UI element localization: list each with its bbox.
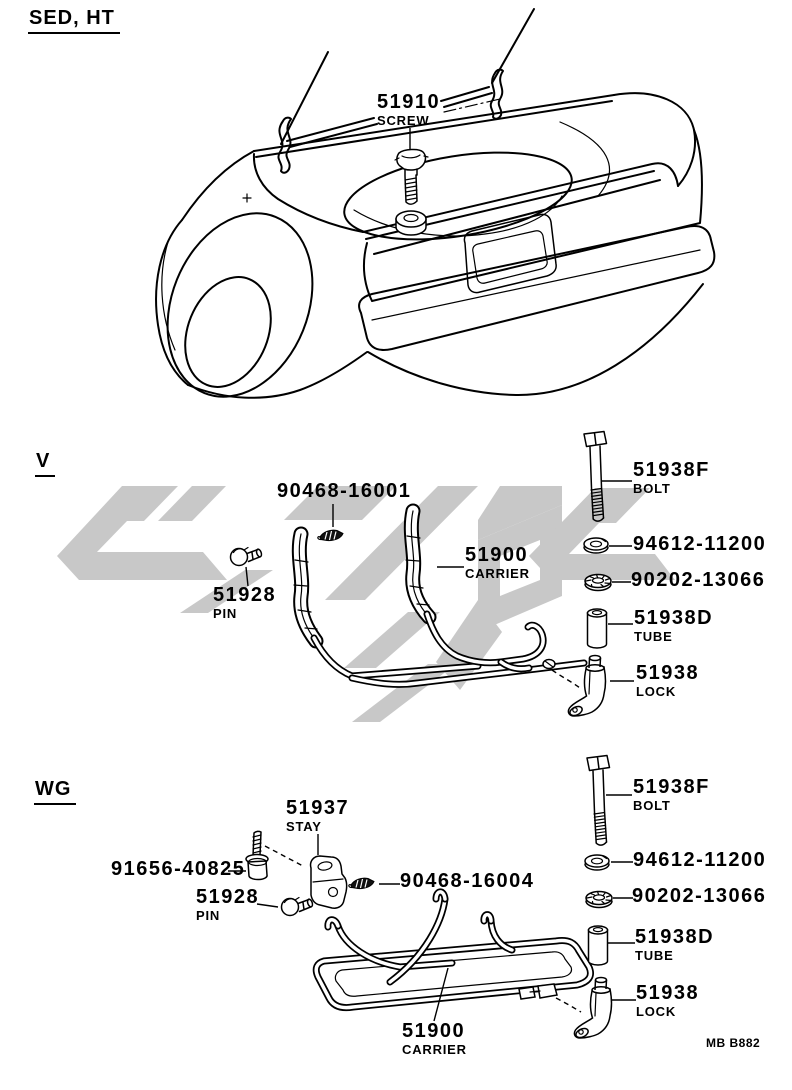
car-rear-illustration (155, 8, 716, 399)
clip-icon-v (317, 529, 344, 542)
pin-icon-wg (280, 896, 315, 917)
part-number: 51938 (636, 982, 700, 1004)
section-heading-v: V (35, 451, 56, 477)
carrier-wg-illustration (312, 888, 594, 1013)
figure-code: MB B882 (706, 1036, 761, 1050)
part-number: 51900 (402, 1020, 466, 1042)
part-name: PIN (213, 606, 238, 621)
carrier-latch-drawing (518, 983, 558, 1000)
part-number: 91656-40825 (111, 858, 246, 880)
spare-tire-screw-drawing (394, 148, 429, 205)
tube-icon-v (586, 608, 608, 649)
body-plus-mark (242, 193, 252, 203)
part-name: CARRIER (465, 566, 530, 581)
part-number: 51938F (633, 459, 710, 481)
part-name: BOLT (633, 481, 671, 496)
part-name: STAY (286, 819, 322, 834)
label-pin-51928-v: 51928 PIN (213, 585, 276, 620)
part-number: 51938D (634, 607, 714, 629)
part-name: CARRIER (402, 1042, 467, 1057)
spring-washer-icon-v (583, 537, 609, 554)
label-carrier-51900-v: 51900 CARRIER (465, 545, 530, 580)
label-washer-wg: 90202-13066 (632, 886, 766, 906)
label-stay-51937: 51937 STAY (286, 798, 349, 833)
label-tube-51938D-wg: 51938D TUBE (635, 927, 714, 962)
part-number: 51938D (635, 926, 715, 948)
part-number: 94612-11200 (633, 849, 767, 871)
label-tube-51938D-v: 51938D TUBE (634, 608, 713, 643)
stay-drawing (309, 855, 348, 909)
part-name: LOCK (636, 684, 677, 699)
washer-icon-v (584, 573, 612, 592)
pin-icon-v (229, 546, 264, 567)
part-number: 51928 (213, 584, 277, 606)
screw-grommet-drawing (395, 210, 427, 236)
part-number: 51910 (377, 91, 441, 113)
label-clip-90468-16004: 90468-16004 (400, 871, 534, 891)
part-name: PIN (196, 908, 221, 923)
stay-screw-drawing (245, 830, 304, 881)
part-number: 51937 (286, 797, 350, 819)
trunk-hinge-right (489, 68, 504, 120)
label-carrier-51900-wg: 51900 CARRIER (402, 1021, 467, 1056)
label-pin-51928-wg: 51928 PIN (196, 887, 259, 922)
clip-icon-wg (348, 877, 375, 890)
label-bolt-51938F-wg: 51938F BOLT (633, 777, 710, 812)
section-heading-sed-ht: SED, HT (28, 8, 120, 34)
trunk-hinge-left (277, 116, 292, 174)
label-screw-51910: 51910 SCREW (377, 92, 440, 127)
bolt-icon-wg (586, 754, 611, 846)
label-bolt-51938F-v: 51938F BOLT (633, 460, 710, 495)
background-watermark-logo (57, 486, 675, 722)
spring-washer-icon-wg (584, 854, 610, 871)
part-number: 90202-13066 (632, 885, 767, 907)
part-number: 51928 (196, 886, 260, 908)
part-number: 90468-16004 (400, 870, 535, 892)
label-lock-51938-v: 51938 LOCK (636, 663, 699, 698)
part-name: BOLT (633, 798, 671, 813)
part-name: SCREW (377, 113, 430, 128)
part-number: 90468-16001 (277, 480, 412, 502)
label-spring-washer-wg: 94612-11200 (633, 850, 766, 870)
part-number: 94612-11200 (633, 533, 767, 555)
label-spring-washer-v: 94612-11200 (633, 534, 766, 554)
part-name: LOCK (636, 1004, 677, 1019)
carrier-v-illustration (291, 503, 588, 689)
part-number: 51900 (465, 544, 529, 566)
label-lock-51938-wg: 51938 LOCK (636, 983, 699, 1018)
lock-assembly-dashed-line-wg (555, 997, 582, 1013)
section-heading-wg: WG (34, 779, 77, 805)
leader-lines (228, 128, 636, 1022)
label-screw-91656-40825: 91656-40825 (111, 859, 245, 879)
label-washer-v: 90202-13066 (631, 570, 765, 590)
label-clip-90468-16001: 90468-16001 (277, 481, 411, 501)
part-number: 51938F (633, 776, 710, 798)
part-number: 51938 (636, 662, 700, 684)
part-name: TUBE (635, 948, 674, 963)
part-name: TUBE (634, 629, 673, 644)
lock-assembly-dashed-line (551, 669, 581, 689)
washer-icon-wg (585, 890, 613, 909)
tube-icon-wg (587, 925, 609, 966)
part-number: 90202-13066 (631, 569, 766, 591)
